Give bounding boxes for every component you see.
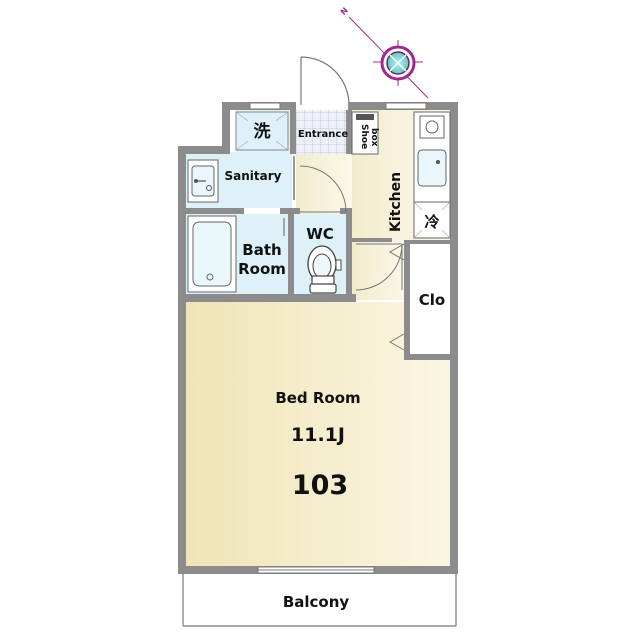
balcony xyxy=(182,574,457,627)
entrance-floor xyxy=(296,110,352,154)
laundry-label: 洗 xyxy=(254,121,271,142)
hall-door xyxy=(355,243,403,291)
compass: N xyxy=(339,6,429,99)
room-number: 103 xyxy=(292,470,348,501)
compass-north-label: N xyxy=(339,6,350,17)
stove xyxy=(419,115,445,139)
entrance-door xyxy=(300,56,350,106)
sanitary-sink xyxy=(187,159,219,203)
kitchen-counter xyxy=(413,111,451,203)
shoe-box-label-line1: Shoe xyxy=(359,124,369,149)
closet-label: Clo xyxy=(419,291,445,309)
shoe-box-label-line2: box xyxy=(369,128,379,147)
washer-pan xyxy=(235,111,289,151)
bathtub xyxy=(187,215,237,293)
fridge-label: 冷 xyxy=(424,213,439,231)
kitchen-sink xyxy=(417,149,447,187)
wc-label: WC xyxy=(306,225,334,243)
closet-doors xyxy=(388,243,405,351)
laundry-area xyxy=(235,111,289,151)
corridor-door xyxy=(299,165,347,213)
bath-label-line1: Bath xyxy=(242,241,281,259)
kitchen-label: Kitchen xyxy=(388,172,404,232)
bedroom-size: 11.1J xyxy=(291,424,345,446)
burner xyxy=(425,120,439,134)
shoe-box xyxy=(351,111,379,155)
closet-floor xyxy=(410,244,452,356)
refrigerator xyxy=(413,201,451,239)
entrance-label: Entrance xyxy=(298,129,348,140)
balcony-label: Balcony xyxy=(283,593,350,611)
toilet xyxy=(307,245,342,294)
bath-label-line2: Room xyxy=(238,260,286,278)
corridor-floor xyxy=(296,154,352,216)
windows xyxy=(249,102,427,574)
bedroom-label: Bed Room xyxy=(275,389,360,407)
sanitary-label: Sanitary xyxy=(225,169,282,183)
compass-cross xyxy=(389,54,407,72)
